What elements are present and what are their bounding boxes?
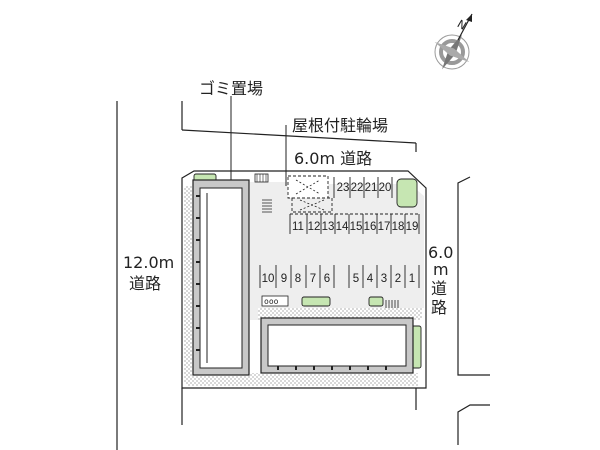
stall-number: 20 [379,182,392,194]
stall-number: 23 [337,182,350,194]
stair-west [262,199,272,213]
green-corner [396,178,418,208]
stall-number: 7 [310,273,316,285]
stall-number: 4 [367,273,374,285]
south-building-hedge [258,308,422,320]
stall-number: 15 [350,221,363,233]
stair-south [385,300,399,308]
stall-row-mid-right: 5 4 3 2 1 [353,273,415,285]
right-road-line-upper [457,176,490,376]
compass-icon: N [434,13,473,70]
right-road-unit: m [433,260,449,279]
road-boundaries [116,101,490,450]
stall-number: 1 [409,273,415,285]
stall-number: 5 [353,273,359,285]
roofed-bike-parking [287,175,333,213]
left-road-width: 12.0m [123,253,174,272]
stall-row-top-a: 23 22 21 20 [337,182,392,194]
stall-number: 2 [395,273,401,285]
stall-row-mid-left: 10 9 8 7 6 [262,273,331,285]
stall-number: 18 [392,221,405,233]
top-road-line [181,129,417,144]
right-road-width: 6.0 [428,243,453,262]
south-building [260,317,414,374]
stall-number: 19 [406,221,419,233]
left-road-label: 道路 [129,274,161,293]
stall-number: 9 [281,273,287,285]
stall-number: 14 [336,221,349,233]
svg-text:ooo: ooo [264,297,279,306]
bike-parking-label: 屋根付駐輪場 [292,116,388,135]
stall-number: 22 [351,182,364,194]
right-road-line-lower [457,404,490,445]
garbage-area [254,173,269,183]
stall-number: 10 [262,273,275,285]
right-road-kanji-2: 路 [431,298,447,317]
stall-number: 3 [381,273,387,285]
south-hedge [186,373,418,386]
parking-lot-paving-left [250,182,294,312]
garbage-label: ゴミ置場 [199,79,263,98]
stall-number: 13 [322,221,335,233]
green-strip-right [368,296,384,307]
stall-number: 6 [324,273,330,285]
stall-number: 17 [378,221,391,233]
stall-row-top-b: 11 12 13 14 15 16 17 18 19 [292,221,418,233]
stall-number: 11 [292,221,304,233]
west-hedge [184,186,194,384]
bike-racks: ooo [261,295,289,307]
stall-number: 16 [364,221,377,233]
west-building [192,179,250,376]
green-strip-mid [301,296,331,307]
stall-number: 21 [365,182,378,194]
right-road-kanji-1: 道 [431,279,447,298]
parking-stall-lines [259,177,420,288]
top-road-label: 6.0m 道路 [294,149,372,168]
stall-number: 8 [295,273,301,285]
stall-number: 12 [308,221,321,233]
